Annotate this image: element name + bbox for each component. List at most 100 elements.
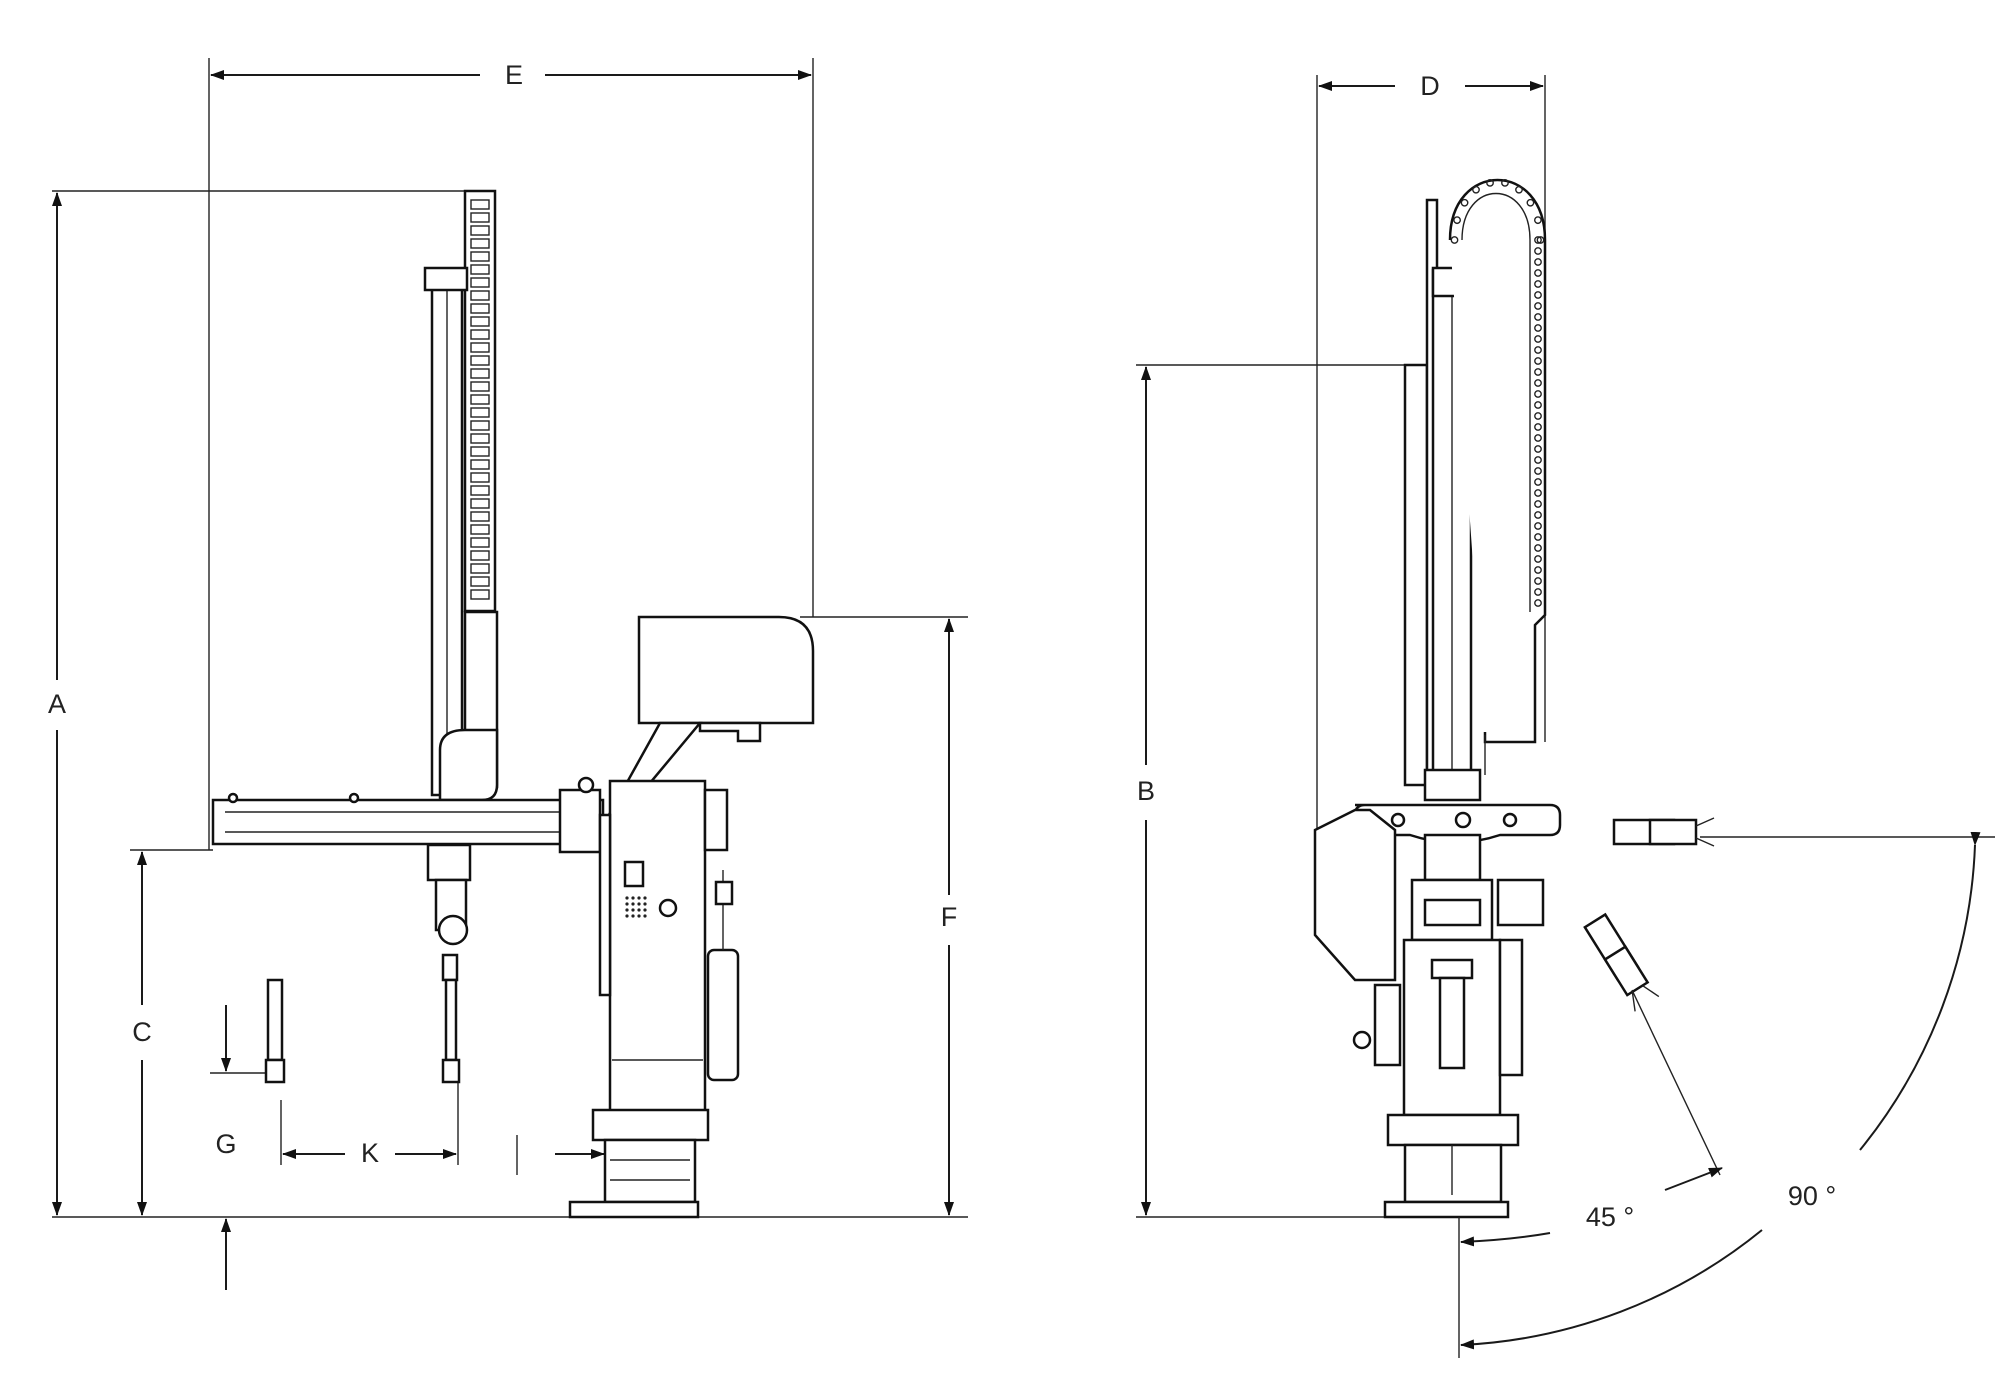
front-carriage — [1313, 768, 1562, 1117]
horizontal-arm — [211, 776, 605, 854]
cable-chain-link — [470, 511, 490, 522]
cable-chain-hole — [1534, 335, 1542, 343]
cable-chain-hole — [1534, 379, 1542, 387]
vent-hole — [631, 908, 635, 912]
front-base — [1383, 1113, 1520, 1219]
cable-chain-link — [470, 537, 490, 548]
cable-chain-link — [470, 329, 490, 340]
gripper-assembly — [264, 843, 472, 1084]
vertical-column — [423, 189, 499, 802]
cable-chain-hole — [1534, 390, 1542, 398]
vent-hole — [625, 914, 629, 918]
vent-hole — [643, 896, 647, 900]
cable-chain-hole — [1536, 236, 1545, 244]
vent-hole — [637, 896, 641, 900]
cable-chain-link — [470, 290, 490, 301]
cable-chain-hole — [1534, 368, 1542, 376]
cable-chain-hole — [1534, 500, 1542, 508]
dim-label-f: F — [941, 902, 958, 932]
vent-hole — [643, 902, 647, 906]
angle-90-arc-upper — [1859, 831, 1981, 1151]
cable-chain-hole — [1534, 423, 1542, 431]
angle-label-45: 45 ° — [1586, 1202, 1634, 1232]
cable-chain-hole — [1534, 216, 1542, 225]
vent-hole — [643, 914, 647, 918]
cable-chain-hole — [1534, 434, 1542, 442]
cable-chain-link — [470, 303, 490, 314]
cable-chain-link — [470, 420, 490, 431]
dim-label-c: C — [132, 1017, 152, 1047]
cable-chain-hole — [1501, 178, 1509, 187]
cable-chain-hole — [1534, 489, 1542, 497]
cable-chain-link — [470, 277, 490, 288]
cable-chain-hole — [1534, 401, 1542, 409]
cable-chain-hole — [1534, 577, 1542, 585]
cable-chain-hole — [1534, 302, 1542, 310]
cable-chain-hole — [1534, 247, 1542, 255]
cable-chain-link — [470, 459, 490, 470]
cable-chain-hole — [1534, 236, 1542, 244]
cable-chain-hole — [1534, 280, 1542, 288]
vent-hole — [631, 896, 635, 900]
cable-chain-link — [470, 316, 490, 327]
cable-chain-hole — [1486, 178, 1494, 187]
cable-chain-link — [470, 368, 490, 379]
cable-chain-link — [470, 264, 490, 275]
angle-45-arrow-upper — [1664, 1167, 1723, 1191]
cable-chain-hole — [1526, 198, 1535, 207]
cable-chain-hole — [1534, 599, 1542, 607]
side-view: E A C F G K — [48, 58, 968, 1290]
cable-chain-hole — [1534, 357, 1542, 365]
cable-chain-link — [470, 550, 490, 561]
cable-chain-link — [470, 524, 490, 535]
dim-label-d: D — [1420, 71, 1440, 101]
cable-chain-link — [470, 212, 490, 223]
cable-chain-link — [470, 472, 490, 483]
vent-hole — [637, 908, 641, 912]
cable-chain-link — [470, 407, 490, 418]
cable-chain-hole — [1453, 216, 1461, 225]
dim-label-g: G — [215, 1129, 236, 1159]
cable-chain-link — [470, 433, 490, 444]
cable-chain-hole — [1534, 588, 1542, 596]
gripper-position-90 — [1612, 817, 1715, 847]
cable-chain-hole — [1534, 555, 1542, 563]
cable-chain-hole — [1534, 313, 1542, 321]
front-view: D B — [1136, 71, 1995, 1358]
base-cabinet — [568, 779, 740, 1219]
cable-chain-hole — [1460, 198, 1469, 207]
front-column — [1403, 178, 1547, 787]
cable-chain-link — [470, 238, 490, 249]
dim-label-a: A — [48, 689, 66, 719]
dim-label-k: K — [361, 1138, 379, 1168]
cable-chain-hole — [1534, 533, 1542, 541]
cable-chain-link — [470, 394, 490, 405]
cable-chain-hole — [1534, 324, 1542, 332]
vent-hole — [631, 914, 635, 918]
cable-chain-link — [470, 342, 490, 353]
cable-chain-hole — [1534, 456, 1542, 464]
angle-90-arc-lower — [1460, 1229, 1763, 1350]
cable-chain-hole — [1534, 467, 1542, 475]
cable-chain-hole — [1534, 478, 1542, 486]
cable-chain-link — [470, 251, 490, 262]
cable-chain-hole — [1534, 412, 1542, 420]
vent-hole — [631, 902, 635, 906]
cable-chain-hole — [1534, 511, 1542, 519]
vent-hole — [625, 908, 629, 912]
angle-45-arrow-lower — [1460, 1232, 1551, 1247]
cable-chain-hole — [1534, 258, 1542, 266]
cable-chain-hole — [1534, 544, 1542, 552]
vent-hole — [643, 908, 647, 912]
cable-chain-hole — [1515, 185, 1523, 194]
gripper-position-45 — [1583, 912, 1660, 1012]
vent-hole — [637, 914, 641, 918]
angle-label-90: 90 ° — [1788, 1181, 1836, 1211]
vent-hole — [637, 902, 641, 906]
cable-chain-link — [470, 589, 490, 600]
cable-chain-hole — [1534, 445, 1542, 453]
dim-label-b: B — [1137, 776, 1155, 806]
cable-chain-link — [470, 225, 490, 236]
